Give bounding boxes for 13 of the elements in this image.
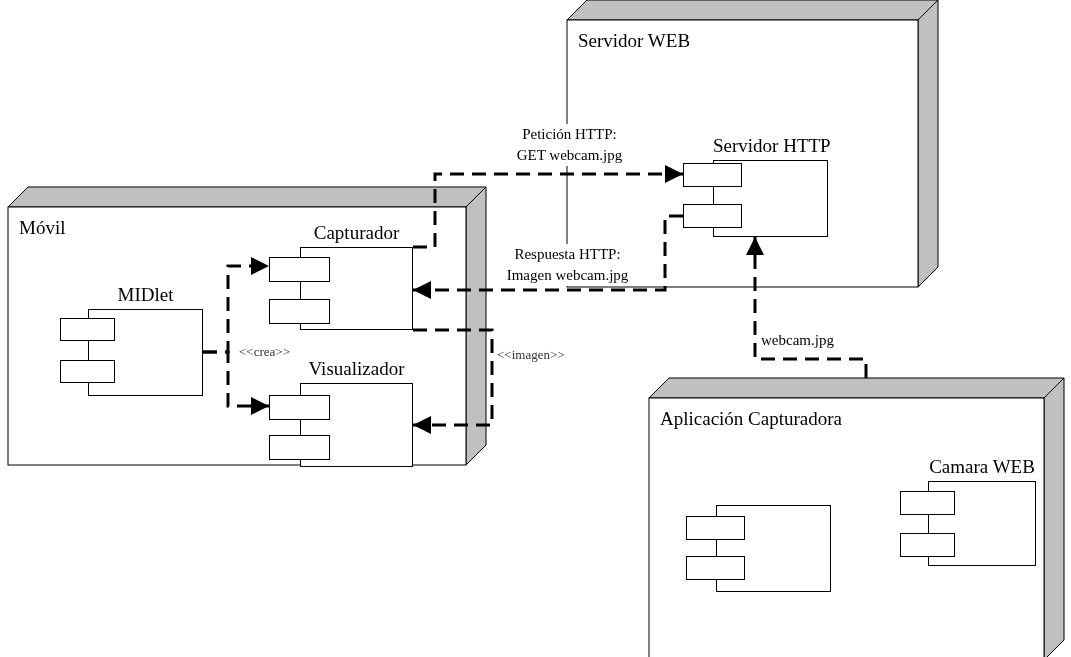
component-title: Camara WEB [928,456,1036,478]
dashed-arrow [413,328,494,434]
node-title: Servidor WEB [578,30,691,52]
component-title: Capturador [312,222,401,244]
dashed-arrow [746,237,868,378]
component-title: Visualizador [307,358,406,380]
component-title: MIDlet [116,284,175,306]
node-title: Móvil [19,217,66,239]
component-title: Servidor HTTP [713,135,828,157]
node-title: Aplicación Capturadora [660,408,842,430]
dashed-arrow [203,350,269,415]
dashed-arrow [413,214,683,299]
dashed-arrow [413,165,683,249]
